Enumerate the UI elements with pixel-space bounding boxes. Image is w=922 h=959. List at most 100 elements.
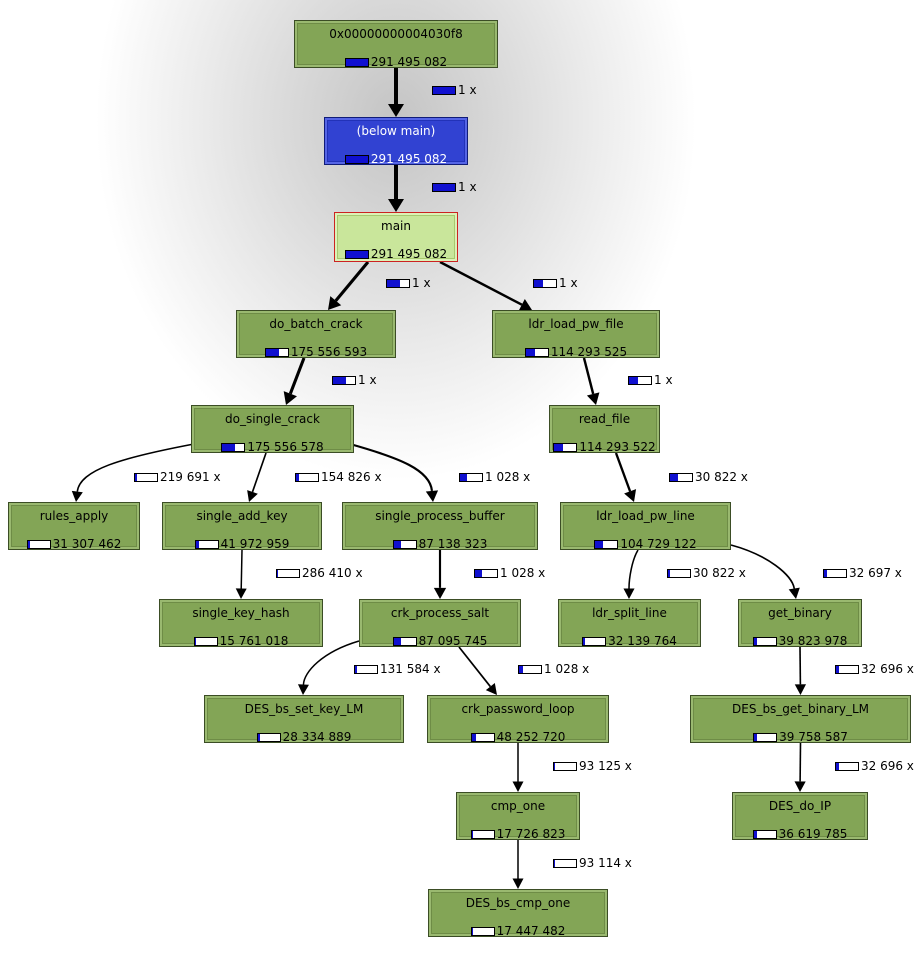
call-count-label[interactable]: 32 696 x — [835, 662, 914, 676]
cost-value: 87 095 745 — [418, 634, 488, 648]
function-name: DES_bs_set_key_LM — [244, 702, 364, 716]
node-main[interactable]: main 291 495 082 — [334, 212, 458, 262]
call-count-label[interactable]: 286 410 x — [276, 566, 363, 580]
call-count-label[interactable]: 1 028 x — [518, 662, 589, 676]
cost-value: 31 307 462 — [52, 537, 122, 551]
cost-bar-fill — [194, 637, 196, 645]
function-name: crk_process_salt — [390, 606, 490, 620]
inclusive-cost: 114 293 522 — [550, 440, 659, 454]
function-name: main — [381, 219, 411, 233]
call-cost-bar-fill — [519, 665, 523, 673]
call-cost-bar — [354, 664, 378, 674]
cost-bar — [392, 539, 417, 549]
call-count-text: 32 696 x — [861, 662, 914, 676]
call-edge[interactable] — [76, 443, 195, 492]
call-count-label[interactable]: 1 x — [332, 373, 377, 387]
call-count-text: 32 697 x — [849, 566, 902, 580]
call-cost-bar-fill — [670, 473, 678, 481]
cost-value: 41 972 959 — [220, 537, 290, 551]
call-edge[interactable] — [302, 640, 360, 685]
call-count-label[interactable]: 32 697 x — [823, 566, 902, 580]
function-name: get_binary — [768, 606, 832, 620]
cost-bar — [470, 732, 495, 742]
call-count-label[interactable]: 1 x — [386, 276, 431, 290]
call-edge[interactable] — [439, 260, 523, 306]
call-count-text: 1 x — [458, 180, 477, 194]
function-name: single_add_key — [196, 509, 288, 523]
call-count-text: 1 x — [458, 83, 477, 97]
call-edge[interactable] — [628, 549, 639, 589]
call-count-label[interactable]: 131 584 x — [354, 662, 441, 676]
node-do-batch-crack[interactable]: do_batch_crack 175 556 593 — [236, 310, 396, 359]
call-edge[interactable] — [251, 452, 267, 493]
call-cost-bar — [628, 375, 652, 385]
cost-bar-fill — [265, 348, 279, 356]
inclusive-cost: 36 619 785 — [733, 827, 867, 841]
call-count-label[interactable]: 30 822 x — [669, 470, 748, 484]
call-count-label[interactable]: 93 125 x — [553, 759, 632, 773]
function-name: DES_bs_cmp_one — [465, 896, 571, 910]
call-count-label[interactable]: 1 x — [533, 276, 578, 290]
call-edge-arrowhead — [425, 490, 439, 502]
call-count-label[interactable]: 93 114 x — [553, 856, 632, 870]
call-cost-bar-fill — [836, 665, 839, 673]
call-edge[interactable] — [458, 646, 492, 688]
call-count-label[interactable]: 1 x — [432, 83, 477, 97]
call-edge[interactable] — [614, 452, 632, 492]
call-count-label[interactable]: 1 028 x — [474, 566, 545, 580]
call-edge[interactable] — [730, 544, 796, 589]
node-crk-process-salt[interactable]: crk_process_salt 87 095 745 — [359, 599, 521, 648]
node-below-main[interactable]: (below main)291 495 082 — [324, 117, 468, 166]
cost-bar — [344, 249, 369, 259]
call-count-text: 93 125 x — [579, 759, 632, 773]
call-cost-bar — [518, 664, 542, 674]
cost-bar-fill — [222, 443, 236, 451]
inclusive-cost: 31 307 462 — [9, 537, 139, 551]
call-count-label[interactable]: 1 x — [432, 180, 477, 194]
call-cost-bar-fill — [668, 569, 670, 577]
inclusive-cost: 175 556 593 — [237, 345, 395, 359]
call-edge-arrowhead — [283, 391, 297, 405]
node-des-bs-set-key-lm[interactable]: DES_bs_set_key_LM 28 334 889 — [204, 695, 404, 744]
inclusive-cost: 48 252 720 — [428, 730, 608, 744]
function-name: do_batch_crack — [269, 317, 363, 331]
call-edge[interactable] — [334, 261, 370, 302]
call-edge-arrowhead — [388, 199, 404, 212]
cost-value: 15 761 018 — [219, 634, 289, 648]
function-name: single_process_buffer — [375, 509, 505, 523]
call-cost-bar — [276, 568, 300, 578]
call-count-label[interactable]: 30 822 x — [667, 566, 746, 580]
call-count-label[interactable]: 1 028 x — [459, 470, 530, 484]
call-edge-arrowhead — [623, 588, 635, 599]
call-edge[interactable] — [349, 442, 434, 492]
node-single-add-key[interactable]: single_add_key 41 972 959 — [162, 502, 322, 551]
call-count-label[interactable]: 32 696 x — [835, 759, 914, 773]
inclusive-cost: 28 334 889 — [205, 730, 403, 744]
cost-bar-fill — [471, 927, 473, 935]
call-edge[interactable] — [240, 549, 243, 589]
cost-bar — [344, 154, 369, 164]
call-count-label[interactable]: 219 691 x — [134, 470, 221, 484]
cost-value: 291 495 082 — [370, 247, 448, 261]
call-edge[interactable] — [582, 357, 595, 395]
call-count-text: 30 822 x — [695, 470, 748, 484]
cost-bar — [221, 442, 246, 452]
call-count-label[interactable]: 1 x — [628, 373, 673, 387]
call-count-label[interactable]: 154 826 x — [295, 470, 382, 484]
call-edge[interactable] — [288, 357, 306, 395]
